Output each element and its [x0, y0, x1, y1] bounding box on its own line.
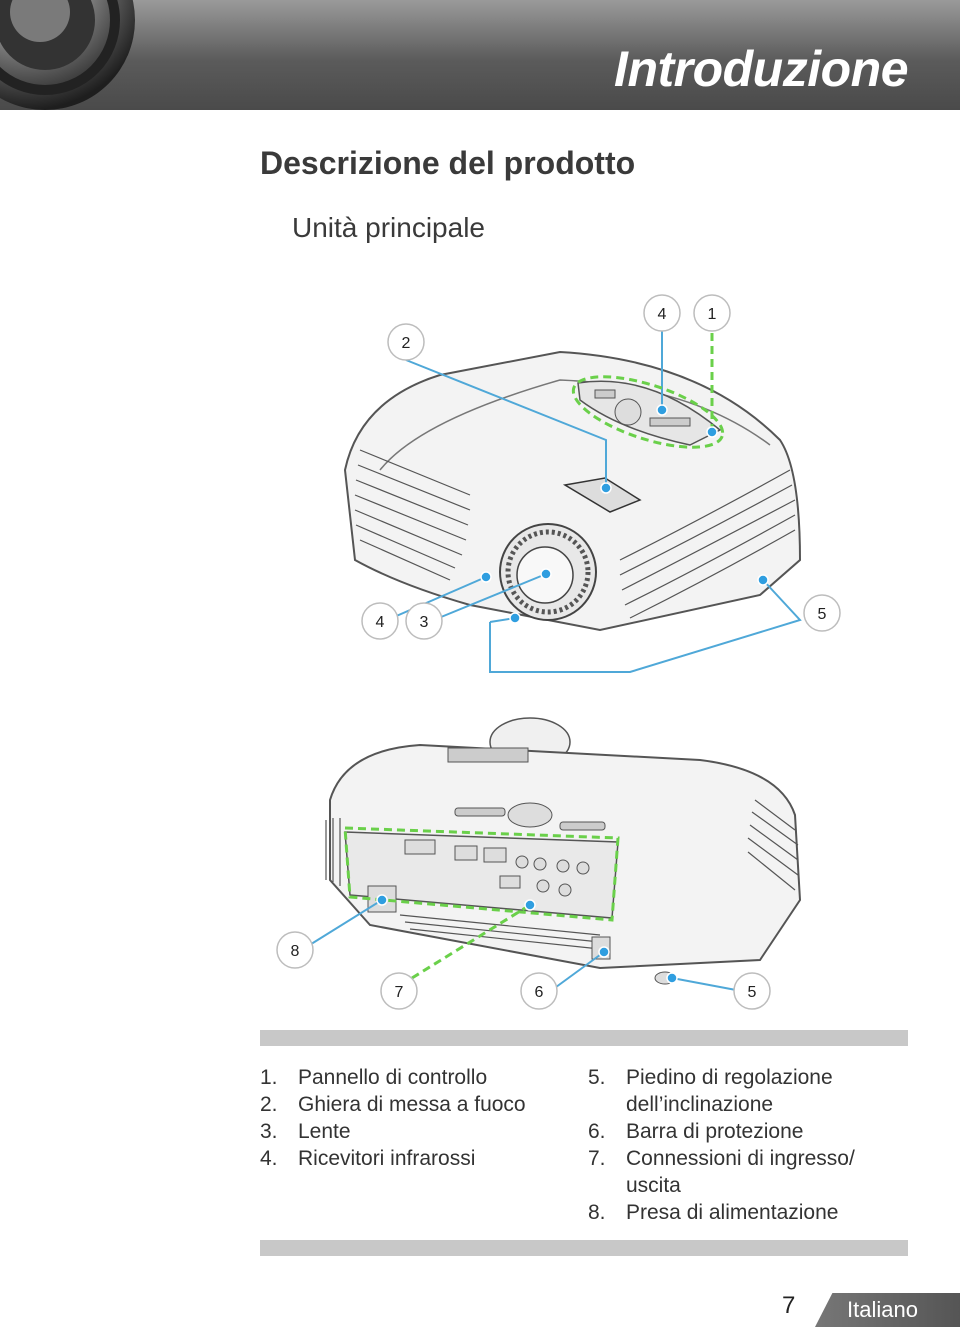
language-label: Italiano	[847, 1297, 918, 1322]
lens-decoration-icon	[0, 0, 135, 110]
page-number: 7	[782, 1292, 796, 1319]
legend-left-column: 1.Pannello di controllo 2.Ghiera di mess…	[260, 1064, 560, 1172]
callout-7: 7	[380, 972, 418, 1010]
svg-text:4: 4	[658, 306, 667, 323]
language-tab: Italiano	[815, 1293, 960, 1327]
legend-top-bar	[260, 1030, 908, 1046]
callout-3: 3	[405, 602, 443, 640]
svg-text:3: 3	[420, 614, 429, 631]
legend-item: 1.Pannello di controllo	[260, 1066, 488, 1089]
section-title: Descrizione del prodotto	[260, 145, 636, 181]
legend-right-column: 5.Piedino di regolazione dell’inclinazio…	[588, 1064, 908, 1226]
legend-item: 6.Barra di protezione	[588, 1120, 804, 1143]
callout-4-top: 4	[643, 294, 681, 332]
svg-text:2: 2	[402, 335, 411, 352]
callout-1: 1	[693, 294, 731, 332]
page-header: Introduzione	[0, 0, 960, 110]
callout-5-top: 5	[803, 594, 841, 632]
callout-8: 8	[276, 931, 314, 969]
legend-bottom-bar	[260, 1240, 908, 1256]
svg-text:5: 5	[818, 606, 827, 623]
projector-rear-illustration	[325, 717, 802, 985]
svg-text:1: 1	[708, 306, 717, 323]
callout-4-front: 4	[361, 602, 399, 640]
svg-text:8: 8	[291, 943, 300, 960]
legend-item: 3.Lente	[260, 1120, 351, 1143]
projector-diagram: 2 4 1 4 3 5 8 7 6 5	[276, 294, 841, 1010]
projector-front-illustration	[343, 350, 802, 632]
svg-text:6: 6	[535, 984, 544, 1001]
callout-5-bottom: 5	[733, 972, 771, 1010]
legend-item: 5.Piedino di regolazione dell’inclinazio…	[588, 1066, 833, 1116]
legend-item: 8.Presa di alimentazione	[588, 1201, 839, 1224]
svg-text:4: 4	[376, 614, 385, 631]
callout-6: 6	[520, 972, 558, 1010]
svg-text:5: 5	[748, 984, 757, 1001]
chapter-title: Introduzione	[614, 41, 908, 97]
legend-item: 4.Ricevitori infrarossi	[260, 1147, 476, 1170]
svg-text:7: 7	[395, 984, 404, 1001]
legend-item: 7.Connessioni di ingresso/ uscita	[588, 1147, 855, 1197]
legend-item: 2.Ghiera di messa a fuoco	[260, 1093, 526, 1116]
subsection-title: Unità principale	[292, 212, 485, 243]
callout-2: 2	[387, 323, 425, 361]
